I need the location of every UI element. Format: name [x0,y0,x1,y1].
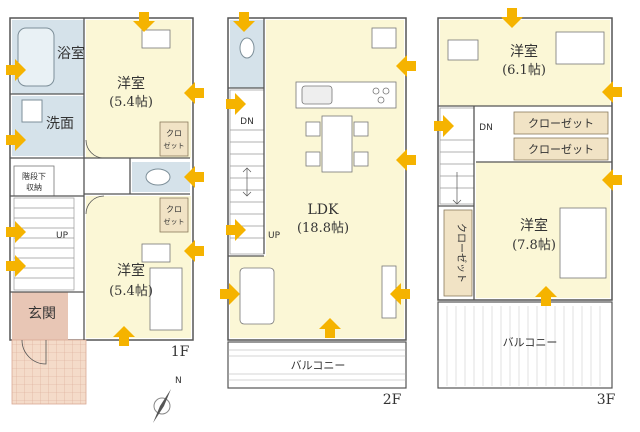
bed-3f-top [555,31,605,65]
dining-chair-2 [305,151,321,167]
floor-1f-label: 1F [171,344,190,360]
compass-needle-icon [153,389,171,423]
bath-label: 浴室 [57,45,85,62]
walls-1f [10,18,190,340]
balcony-3f-label: バルコニー [503,336,558,349]
closet-3f-2-label: クローゼット [528,143,594,156]
closet-1f-a-label-1: クロ [166,129,182,138]
closet-3f-1-label: クローゼット [528,117,594,130]
under-stairs-label-2: 収納 [26,182,42,192]
bedroom-3f-bottom-name: 洋室 [520,217,548,234]
closet-3f-1 [513,111,609,135]
desk-1f-bottom [141,243,171,263]
dn-label-3f: DN [479,123,493,133]
stairs-2f [229,89,265,255]
floor-2f: DN UP LDK (18.8帖) バルコニー 2F [220,12,416,408]
bedroom-1f-bottom-size: (5.4帖) [109,284,153,299]
bed-1f [149,267,183,331]
entrance-porch [11,339,87,405]
floor-3f-label: 3F [597,392,616,408]
walls-3f [438,105,612,300]
entrance-door [21,339,47,365]
dining-chair-4 [353,151,369,167]
up-label-2f: UP [268,231,281,241]
balcony-3f-slats [446,306,601,386]
closet-3f-vertical [443,209,473,297]
kitchen-sink [301,85,333,105]
toilet-bowl-1f [145,168,171,186]
stairs-1f [13,197,75,291]
toilet-bowl-2f [239,37,255,59]
balcony-3f [437,301,613,389]
bedroom-1f-bottom-name: 洋室 [117,262,145,279]
balcony-2f-label: バルコニー [291,359,346,372]
floor-1f: 浴室 洋室 (5.4帖) 洗面 クロ ゼット 階段下 収納 UP クロ ゼット … [6,12,204,405]
under-stairs-storage [13,165,55,197]
dn-label-2f: DN [240,117,254,127]
closet-1f-a [159,121,189,157]
stove-burner-3 [377,96,385,104]
fridge [371,27,397,49]
entrance-label: 玄関 [28,305,56,322]
dining-table [321,115,353,173]
bedroom-3f-top-size: (6.1帖) [502,63,546,78]
up-label-1f: UP [56,231,69,241]
entrance-floor [12,292,68,340]
desk-3f [447,39,479,61]
dining-chair-1 [305,121,321,137]
closet-1f-a-label-2: ゼット [164,141,185,150]
balcony-2f [227,341,407,389]
walls-2f [228,18,265,257]
balcony-2f-slats [228,349,406,381]
dining-chair-3 [353,121,369,137]
compass-label: N [175,376,182,386]
north-compass: N [153,376,182,423]
floor-2f-label: 2F [383,392,402,408]
bathtub [17,27,55,87]
bedroom-1f-top-size: (5.4帖) [109,95,153,110]
ldk-name: LDK [308,202,340,218]
sofa [239,267,275,325]
door-swing-1f-b [85,195,105,215]
washbasin [21,99,43,123]
ldk-size: (18.8帖) [297,221,349,236]
closet-1f-b-label-1: クロ [166,205,182,214]
floor-3f: 洋室 (6.1帖) DN クローゼット クローゼット クローゼット 洋室 (7.… [434,8,622,408]
closet-3f-vertical-label: クローゼット [455,223,467,283]
under-stairs-label-1: 階段下 [22,171,46,181]
closet-1f-b-label-2: ゼット [164,217,185,226]
bed-3f-bottom [559,207,607,279]
bedroom-1f-top-name: 洋室 [117,75,145,92]
stove-burner-2 [382,87,390,95]
bedroom-3f-top-name: 洋室 [510,43,538,60]
stove-burner-1 [372,87,380,95]
closet-1f-b [159,197,189,233]
closet-3f-2 [513,137,609,161]
desk-1f-top [141,29,171,49]
ldk-room [266,20,404,338]
washroom-label: 洗面 [46,116,74,132]
bedroom-3f-bottom-size: (7.8帖) [512,238,556,253]
